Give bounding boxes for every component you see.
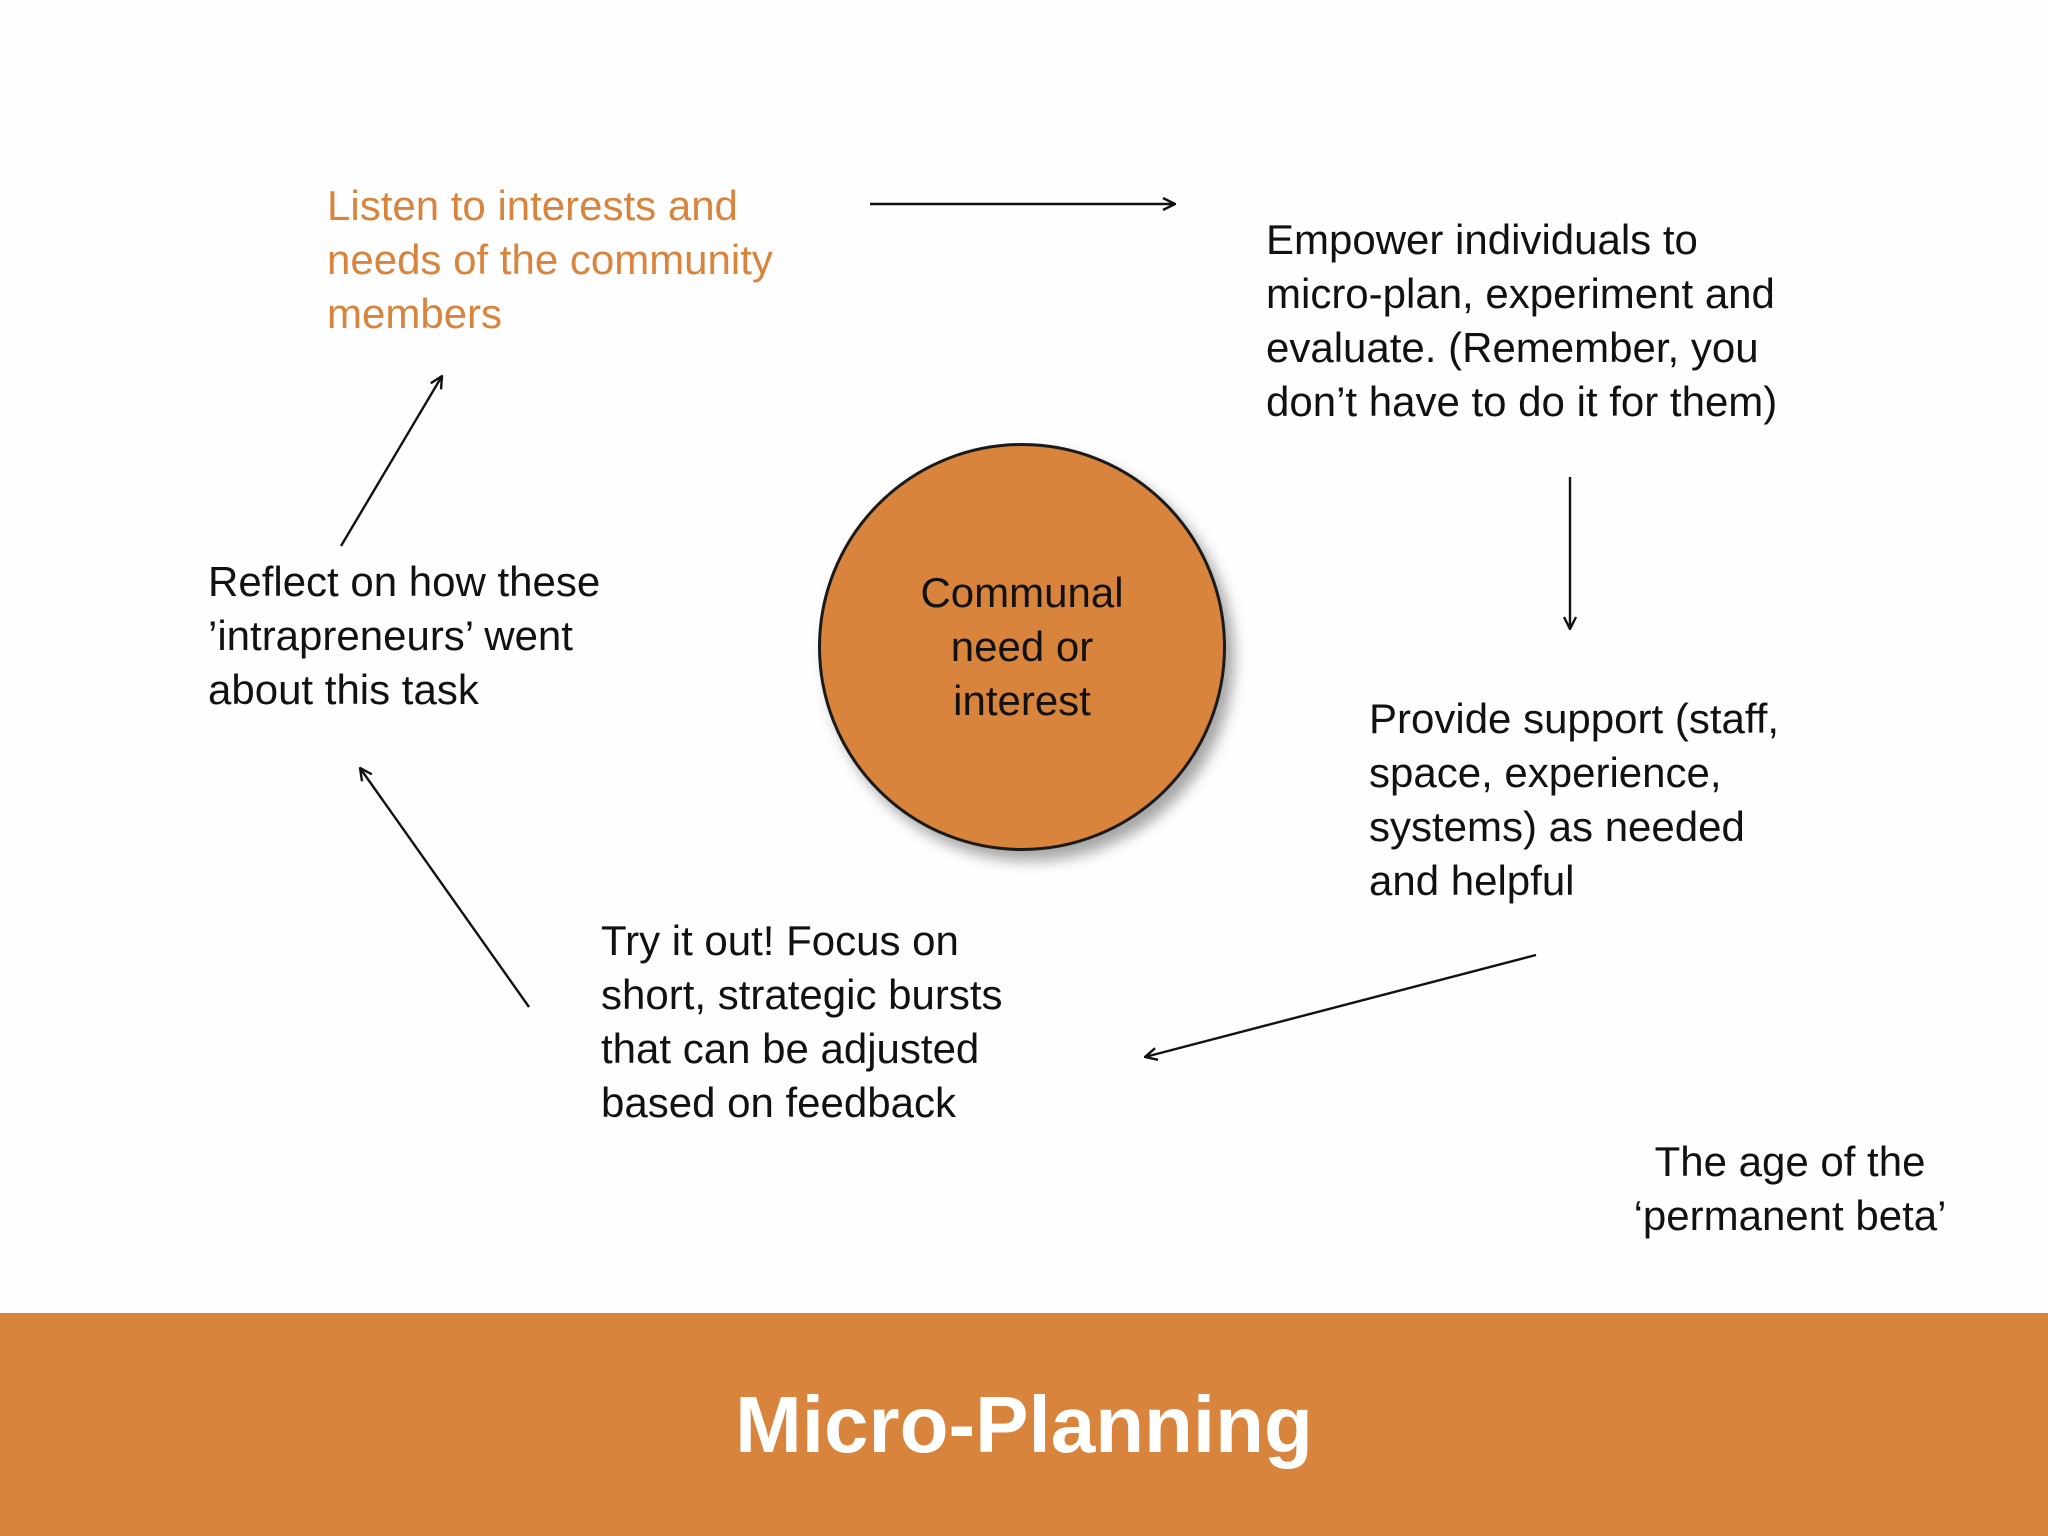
arrow-reflect-to-listen [339,376,442,547]
title-band: Micro-Planning [0,1313,2048,1536]
arrow-support-to-try [1145,953,1537,1057]
slide-title: Micro-Planning [735,1379,1313,1469]
hub-circle: Communal need or interest [818,443,1226,851]
arrow-try-to-reflect [360,768,530,1008]
step-try-text: Try it out! Focus on short, strategic bu… [601,917,1003,1126]
step-empower-text: Empower individuals to micro-plan, exper… [1266,216,1778,425]
hub-label: Communal need or interest [920,569,1124,724]
step-support-text: Provide support (staff, space, experienc… [1369,695,1780,904]
step-reflect-text: Reflect on how these ’intrapreneurs’ wen… [208,558,601,713]
permanent-beta-note: The age of the ‘permanent beta’ [1633,1138,1947,1239]
step-listen-text: Listen to interests and needs of the com… [327,182,773,337]
